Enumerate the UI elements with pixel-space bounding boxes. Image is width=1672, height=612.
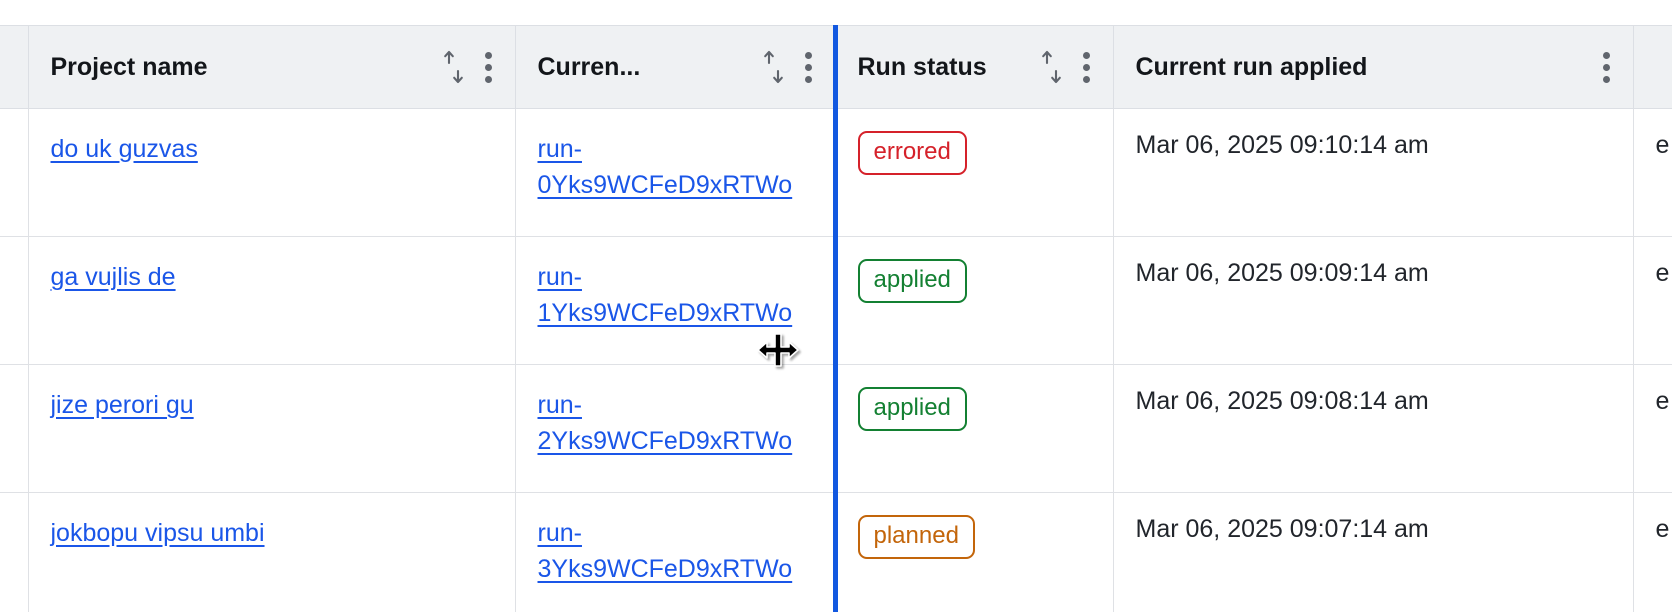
top-gutter <box>0 0 1672 25</box>
cell-current_run: run-3Yks9WCFeD9xRTWo <box>515 492 836 612</box>
cell-text: e <box>1655 131 1670 159</box>
cell-run_status: applied <box>835 364 1114 493</box>
cell-project_name: jize perori gu <box>28 364 516 493</box>
column-menu-icon[interactable] <box>1083 50 1091 84</box>
cell-text: e <box>1655 515 1670 543</box>
column-header-label: Project name <box>50 52 208 81</box>
current-run-applied-timestamp: Mar 06, 2025 09:09:14 am <box>1135 259 1429 287</box>
cell-select <box>0 236 29 365</box>
cell-project_name: do uk guzvas <box>28 108 516 237</box>
cell-project_name: ga vujlis de <box>28 236 516 365</box>
run-status-badge: applied <box>857 387 967 431</box>
kebab-dot <box>1083 51 1090 59</box>
run-status-badge: applied <box>857 259 967 303</box>
column-header-current_run_applied[interactable]: Current run applied <box>1113 25 1634 109</box>
column-menu-icon[interactable] <box>485 50 493 84</box>
cell-text: e <box>1655 259 1670 287</box>
kebab-dot <box>1603 51 1610 59</box>
kebab-dot <box>1083 75 1090 83</box>
table-row[interactable]: ga vujlis de run-1Yks9WCFeD9xRTWo applied M… <box>0 236 1672 365</box>
kebab-dot <box>1083 63 1090 71</box>
current-run-link[interactable]: run-2Yks9WCFeD9xRTWo <box>537 391 793 456</box>
project-name-link[interactable]: do uk guzvas <box>50 135 198 163</box>
column-header-v_truncated[interactable]: V <box>1633 25 1672 109</box>
kebab-dot <box>805 75 812 83</box>
current-run-applied-timestamp: Mar 06, 2025 09:08:14 am <box>1135 387 1429 415</box>
column-header-tools <box>441 50 493 84</box>
table-wrapper: Project name Curren... Run status Current r… <box>0 25 1672 612</box>
cell-run_status: errored <box>835 108 1114 237</box>
column-header-project_name[interactable]: Project name <box>28 25 516 109</box>
kebab-dot <box>1603 63 1610 71</box>
current-run-applied-timestamp: Mar 06, 2025 09:10:14 am <box>1135 131 1429 159</box>
project-name-link[interactable]: jokbopu vipsu umbi <box>50 519 265 547</box>
cell-select <box>0 108 29 237</box>
column-header-current_run[interactable]: Curren... <box>515 25 836 109</box>
project-name-link[interactable]: ga vujlis de <box>50 263 176 291</box>
current-run-applied-timestamp: Mar 06, 2025 09:07:14 am <box>1135 515 1429 543</box>
cell-select <box>0 492 29 612</box>
run-status-badge: errored <box>857 131 967 175</box>
table-row[interactable]: jize perori gu run-2Yks9WCFeD9xRTWo applie… <box>0 364 1672 493</box>
cell-current_run_applied: Mar 06, 2025 09:08:14 am <box>1113 364 1634 493</box>
column-header-label: Curren... <box>537 52 641 81</box>
cell-current_run: run-0Yks9WCFeD9xRTWo <box>515 108 836 237</box>
kebab-dot <box>805 63 812 71</box>
column-header-tools <box>1039 50 1091 84</box>
column-menu-icon[interactable] <box>1603 50 1611 84</box>
kebab-dot <box>485 63 492 71</box>
kebab-dot <box>485 51 492 59</box>
cell-text: e <box>1655 387 1670 415</box>
table-row[interactable]: jokbopu vipsu umbi run-3Yks9WCFeD9xRTWo pl… <box>0 492 1672 612</box>
table-row[interactable]: do uk guzvas run-0Yks9WCFeD9xRTWo errored M… <box>0 108 1672 237</box>
cell-v_truncated: e <box>1633 492 1672 612</box>
kebab-dot <box>485 75 492 83</box>
kebab-dot <box>805 51 812 59</box>
column-header-label: Run status <box>857 52 987 81</box>
sort-icon[interactable] <box>1039 50 1065 84</box>
cell-v_truncated: e <box>1633 108 1672 237</box>
current-run-link[interactable]: run-3Yks9WCFeD9xRTWo <box>537 519 793 584</box>
current-run-link[interactable]: run-0Yks9WCFeD9xRTWo <box>537 135 793 200</box>
run-status-badge: planned <box>857 515 975 559</box>
cell-current_run_applied: Mar 06, 2025 09:07:14 am <box>1113 492 1634 612</box>
column-header-run_status[interactable]: Run status <box>835 25 1114 109</box>
sort-icon[interactable] <box>761 50 787 84</box>
current-run-link[interactable]: run-1Yks9WCFeD9xRTWo <box>537 263 793 328</box>
cell-current_run: run-2Yks9WCFeD9xRTWo <box>515 364 836 493</box>
kebab-dot <box>1603 75 1610 83</box>
sort-icon[interactable] <box>441 50 467 84</box>
cell-current_run_applied: Mar 06, 2025 09:09:14 am <box>1113 236 1634 365</box>
column-header-tools <box>761 50 813 84</box>
cell-run_status: applied <box>835 236 1114 365</box>
column-header-label: Current run applied <box>1135 52 1368 81</box>
cell-v_truncated: e <box>1633 236 1672 365</box>
projects-table: Project name Curren... Run status Current r… <box>0 25 1672 612</box>
column-menu-icon[interactable] <box>805 50 813 84</box>
cell-current_run_applied: Mar 06, 2025 09:10:14 am <box>1113 108 1634 237</box>
column-header-select <box>0 25 29 109</box>
table-header-row: Project name Curren... Run status Current r… <box>0 25 1672 109</box>
cell-project_name: jokbopu vipsu umbi <box>28 492 516 612</box>
table-header: Project name Curren... Run status Current r… <box>0 25 1672 109</box>
project-name-link[interactable]: jize perori gu <box>50 391 194 419</box>
cell-run_status: planned <box>835 492 1114 612</box>
cell-v_truncated: e <box>1633 364 1672 493</box>
cell-current_run: run-1Yks9WCFeD9xRTWo <box>515 236 836 365</box>
cell-select <box>0 364 29 493</box>
column-header-tools <box>1603 50 1611 84</box>
